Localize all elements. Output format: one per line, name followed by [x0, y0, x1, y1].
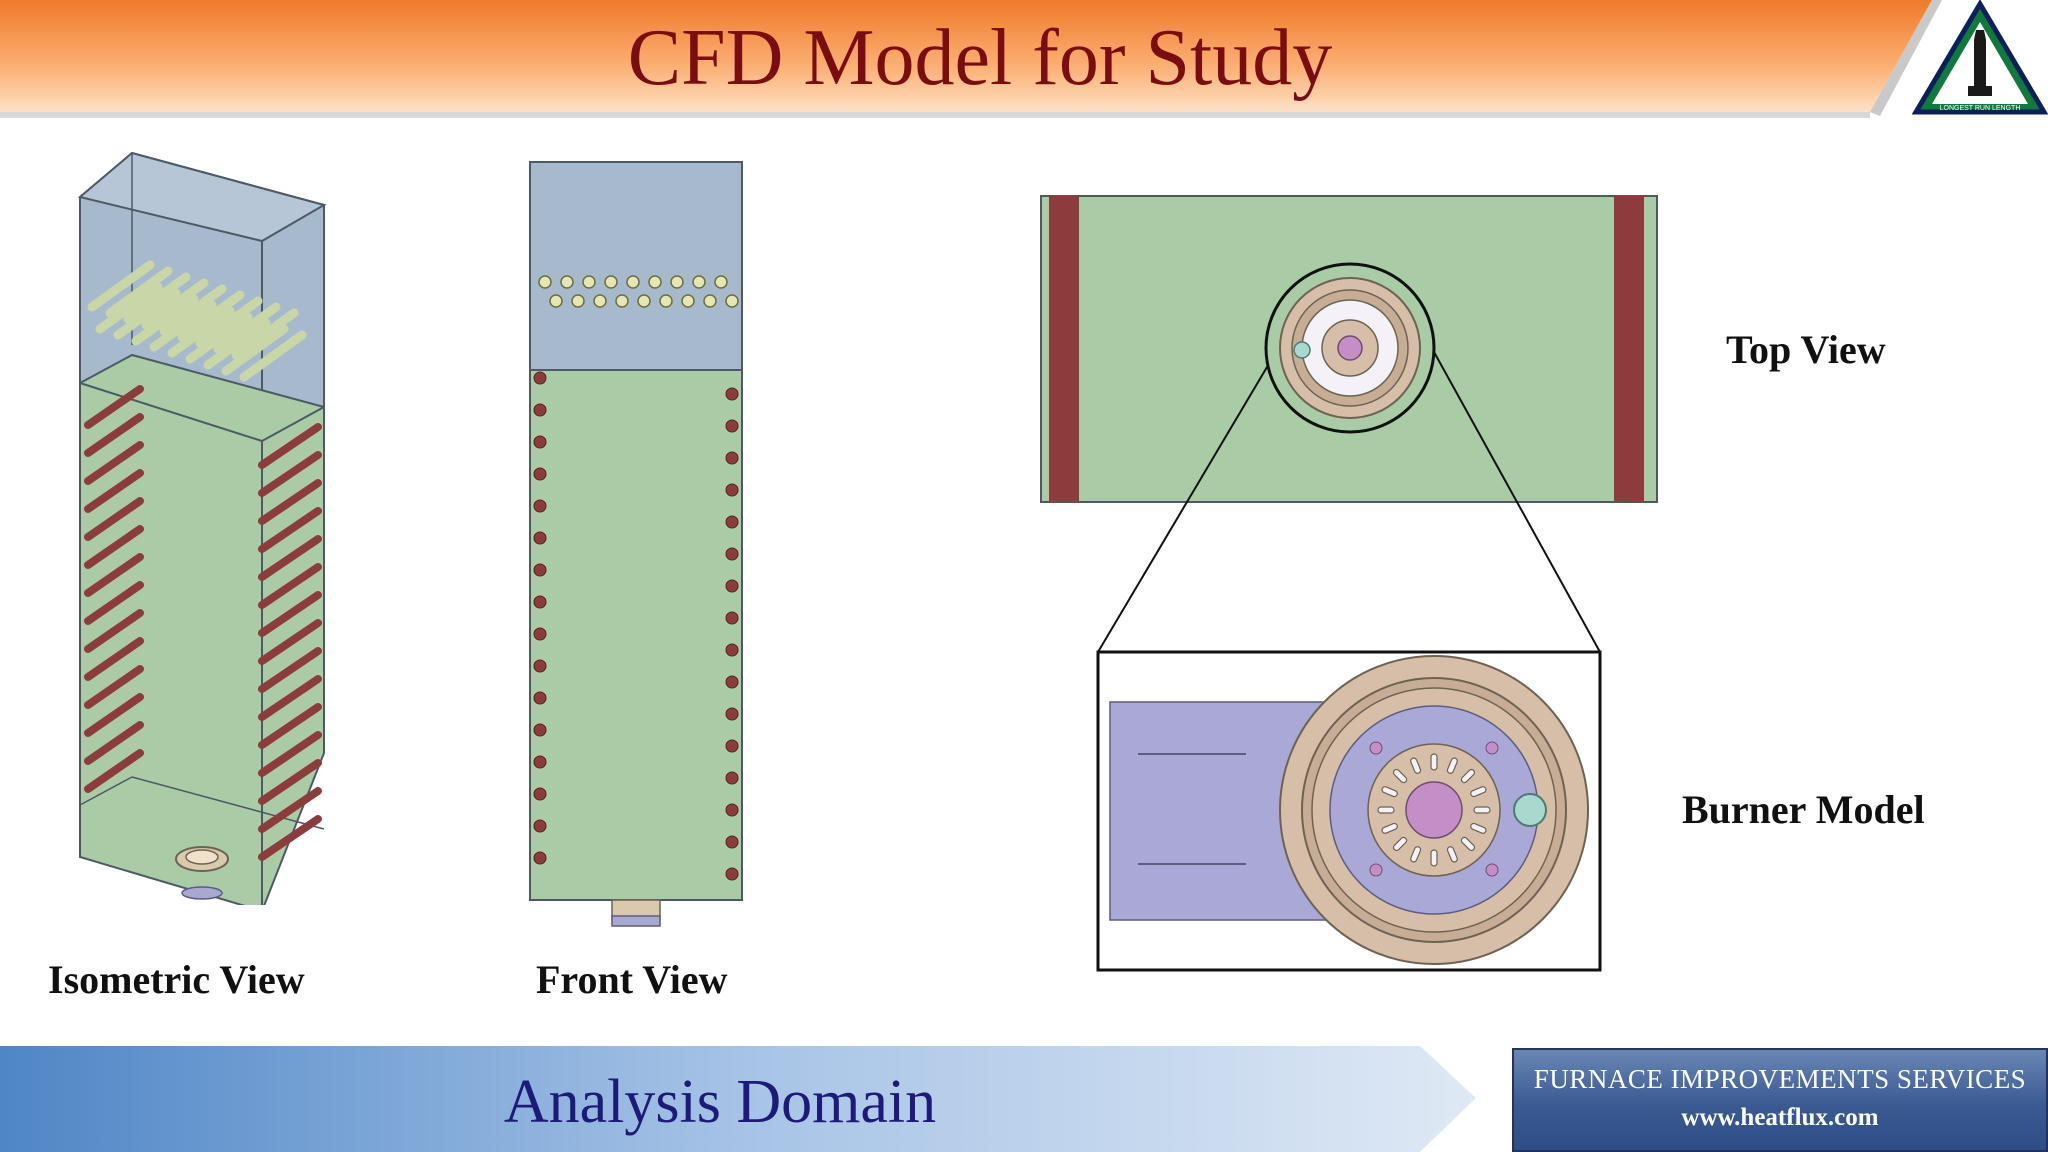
burner-slot	[1392, 768, 1408, 784]
footer-banner	[0, 1046, 2048, 1152]
burner-slot	[1410, 846, 1422, 863]
front-view-caption: Front View	[536, 957, 728, 1002]
burner-model-caption: Burner Model	[1682, 787, 1925, 832]
burner-slot	[1377, 806, 1395, 814]
header-banner-shape	[0, 0, 1942, 118]
burner-slot	[1470, 786, 1487, 798]
burner-slot	[1430, 849, 1438, 867]
header-banner	[0, 0, 2048, 120]
company-badge: FURNACE IMPROVEMENTS SERVICES www.heatfl…	[1512, 1048, 2048, 1152]
footer-banner-shape	[0, 1046, 1476, 1152]
isometric-view-caption: Isometric View	[48, 957, 305, 1002]
front-view-figure	[529, 161, 743, 927]
burner-slot	[1392, 836, 1408, 852]
burner-slot	[1460, 768, 1476, 784]
page-title: CFD Model for Study	[627, 14, 1333, 102]
burner-slot	[1446, 757, 1458, 774]
burner-slot	[1410, 757, 1422, 774]
burner-slot	[1470, 822, 1487, 834]
burner-slot	[1473, 806, 1491, 814]
burner-slot	[1381, 822, 1398, 834]
company-logo: LONGEST RUN LENGTH	[1912, 0, 2048, 115]
burner-slot	[1446, 846, 1458, 863]
top-view-figure	[1040, 195, 1658, 972]
isometric-view-figure	[77, 151, 327, 905]
footer-subtitle: Analysis Domain	[503, 1068, 937, 1136]
burner-slot	[1460, 836, 1476, 852]
burner-slot	[1381, 786, 1398, 798]
company-name: FURNACE IMPROVEMENTS SERVICES	[1533, 1064, 2027, 1094]
burner-slot	[1430, 753, 1438, 771]
company-website[interactable]: www.heatflux.com	[1681, 1104, 1879, 1131]
svg-text:LONGEST RUN LENGTH: LONGEST RUN LENGTH	[1940, 105, 2021, 112]
top-view-caption: Top View	[1726, 327, 1886, 372]
